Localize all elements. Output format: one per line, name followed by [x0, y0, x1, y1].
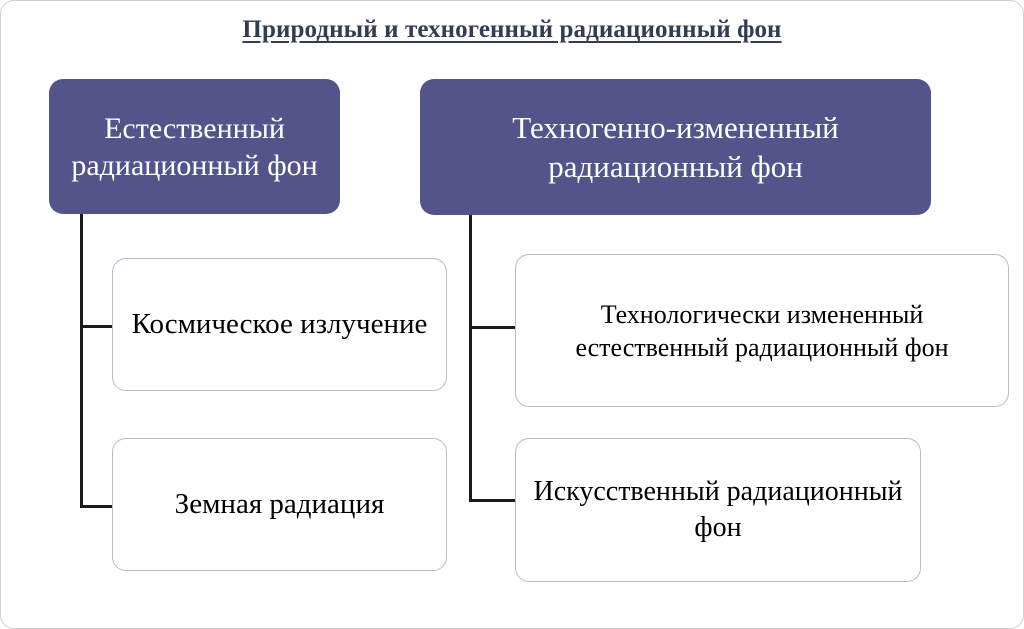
page-title-text: Природный и техногенный радиационный фон [242, 16, 782, 43]
node-natural-background-label: Естественный радиационный фон [71, 111, 318, 182]
connector-natural-to-terrestrial [80, 505, 114, 508]
page-title: Природный и техногенный радиационный фон [1, 15, 1023, 45]
connector-technogenic-trunk [469, 214, 472, 502]
node-natural-background[interactable]: Естественный радиационный фон [49, 79, 340, 214]
node-technologically-modified-natural-background-label: Технологически измененный естественный р… [575, 299, 949, 362]
node-terrestrial-radiation[interactable]: Земная радиация [112, 438, 447, 571]
node-cosmic-radiation-label: Космическое излучение [131, 308, 428, 340]
connector-natural-to-cosmic [80, 325, 114, 328]
node-terrestrial-radiation-label: Земная радиация [174, 488, 385, 520]
connector-technogenic-to-artificial [469, 499, 517, 502]
node-cosmic-radiation[interactable]: Космическое излучение [112, 258, 447, 391]
node-artificial-background-label: Искусственный радиационный фон [533, 476, 903, 543]
node-technologically-modified-natural-background[interactable]: Технологически измененный естественный р… [515, 254, 1009, 407]
connector-natural-trunk [80, 213, 83, 508]
node-artificial-background[interactable]: Искусственный радиационный фон [515, 438, 921, 582]
node-technogenic-background-label: Техногенно-измененный радиационный фон [512, 110, 839, 184]
node-technogenic-background[interactable]: Техногенно-измененный радиационный фон [420, 79, 931, 215]
connector-technogenic-to-tech-natural [469, 326, 517, 329]
